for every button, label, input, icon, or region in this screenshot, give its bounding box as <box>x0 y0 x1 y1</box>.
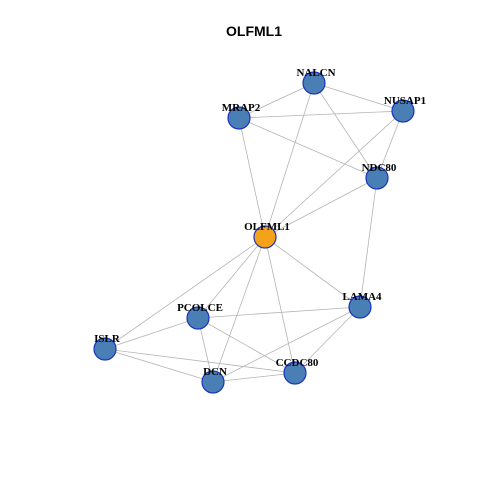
edge-mrap2-nusap1 <box>238 110 404 119</box>
node-islr[interactable]: ISLR <box>93 333 121 361</box>
edge-ndc80-lama4 <box>359 177 378 308</box>
edge-nusap1-ndc80 <box>376 110 404 179</box>
node-label: OLFML1 <box>244 221 290 233</box>
edge-dcn-ccdc80 <box>212 372 296 383</box>
node-ccdc80[interactable]: CCDC80 <box>276 357 319 385</box>
edge-olfml1-dcn <box>212 236 266 383</box>
edge-olfml1-islr <box>104 236 266 350</box>
node-olfml1[interactable]: OLFML1 <box>244 221 290 249</box>
node-circle[interactable] <box>283 361 307 385</box>
node-mrap2[interactable]: MRAP2 <box>222 102 261 130</box>
graph-title: OLFML1 <box>226 23 282 39</box>
node-label: NDC80 <box>362 162 397 174</box>
node-circle[interactable] <box>365 166 389 190</box>
node-circle[interactable] <box>391 99 415 123</box>
node-label: DCN <box>203 366 227 378</box>
node-ndc80[interactable]: NDC80 <box>362 162 397 190</box>
node-label: PCOLCE <box>177 302 223 314</box>
node-dcn[interactable]: DCN <box>201 366 227 394</box>
edge-pcolce-lama4 <box>197 306 361 319</box>
edge-ndc80-olfml1 <box>264 177 378 238</box>
node-circle[interactable] <box>253 225 277 249</box>
node-circle[interactable] <box>186 306 210 330</box>
edge-nusap1-olfml1 <box>264 110 404 238</box>
node-label: ISLR <box>94 333 121 345</box>
node-circle[interactable] <box>302 71 326 95</box>
edge-nalcn-olfml1 <box>264 82 315 238</box>
node-pcolce[interactable]: PCOLCE <box>177 302 223 330</box>
edge-mrap2-olfml1 <box>238 117 266 238</box>
edge-lama4-dcn <box>212 306 361 383</box>
edges-layer <box>104 82 404 383</box>
node-circle[interactable] <box>93 337 117 361</box>
node-label: MRAP2 <box>222 102 261 114</box>
edge-olfml1-lama4 <box>264 236 361 308</box>
node-label: LAMA4 <box>342 291 382 303</box>
edge-nalcn-mrap2 <box>238 82 315 119</box>
edge-islr-ccdc80 <box>104 348 296 374</box>
node-circle[interactable] <box>348 295 372 319</box>
node-label: NALCN <box>296 67 335 79</box>
edge-pcolce-islr <box>104 317 199 350</box>
node-label: NUSAP1 <box>384 95 426 107</box>
node-circle[interactable] <box>201 370 225 394</box>
edge-olfml1-pcolce <box>197 236 266 319</box>
node-nusap1[interactable]: NUSAP1 <box>384 95 426 123</box>
edge-nalcn-nusap1 <box>313 82 404 112</box>
edge-lama4-ccdc80 <box>294 306 361 374</box>
node-lama4[interactable]: LAMA4 <box>342 291 382 319</box>
node-nalcn[interactable]: NALCN <box>296 67 336 95</box>
edge-mrap2-ndc80 <box>238 117 378 179</box>
edge-islr-dcn <box>104 348 214 383</box>
node-circle[interactable] <box>227 106 251 130</box>
edge-nalcn-ndc80 <box>313 82 378 179</box>
edge-olfml1-ccdc80 <box>264 236 296 374</box>
edge-pcolce-ccdc80 <box>197 317 296 374</box>
node-label: CCDC80 <box>276 357 319 369</box>
